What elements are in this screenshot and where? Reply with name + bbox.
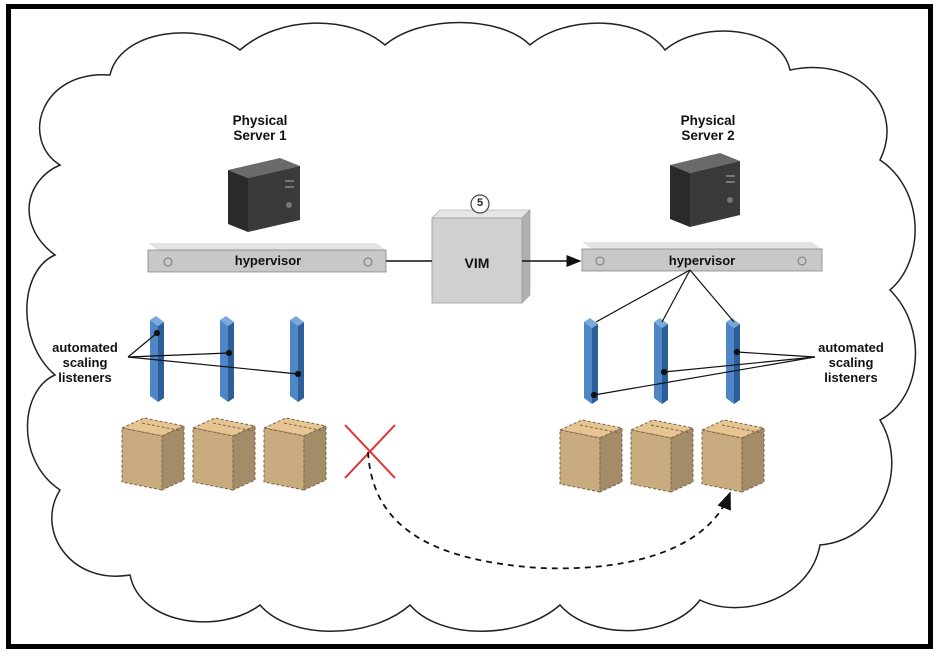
server-1-title-line1: Physical bbox=[232, 113, 288, 128]
vm-server2-3 bbox=[700, 419, 766, 493]
listeners-left-line1: automated bbox=[52, 340, 118, 355]
physical-server-2-icon bbox=[670, 153, 740, 227]
server-2-title-line1: Physical bbox=[680, 113, 736, 128]
listener-right-3 bbox=[726, 318, 740, 404]
vim-label: VIM bbox=[464, 255, 490, 271]
listener-right-1 bbox=[584, 318, 598, 404]
server-1-title-line2: Server 1 bbox=[233, 128, 287, 143]
step-5-label: 5 bbox=[476, 197, 484, 209]
hypervisor-bar-1 bbox=[147, 243, 387, 273]
listener-right-callouts bbox=[590, 348, 816, 399]
failed-vm-mark bbox=[344, 424, 396, 479]
vm-server2-2 bbox=[629, 419, 695, 493]
hypervisor-bar-2 bbox=[581, 242, 823, 272]
server-2-title-line2: Server 2 bbox=[681, 128, 735, 143]
listener-left-callouts bbox=[127, 329, 302, 378]
vm-server2-1 bbox=[558, 419, 624, 493]
listener-left-3 bbox=[290, 316, 304, 402]
listener-left-2 bbox=[220, 316, 234, 402]
listeners-right-label: automated scaling listeners bbox=[806, 340, 896, 385]
listener-right-2 bbox=[654, 318, 668, 404]
vm-server1-1 bbox=[120, 417, 186, 491]
hypervisor-2-label: hypervisor bbox=[668, 253, 736, 268]
server-1-title: Physical Server 1 bbox=[200, 113, 320, 143]
hypervisor-1-label: hypervisor bbox=[234, 253, 302, 268]
vim-box bbox=[431, 209, 531, 304]
listeners-right-line1: automated bbox=[818, 340, 884, 355]
vm-migration-arrow bbox=[367, 451, 731, 570]
vm-server1-2 bbox=[191, 417, 257, 491]
vm-server1-3 bbox=[262, 417, 328, 491]
physical-server-1-icon bbox=[228, 158, 300, 232]
hypervisor2-listener-lines bbox=[595, 269, 735, 323]
listeners-left-label: automated scaling listeners bbox=[40, 340, 130, 385]
server-2-title: Physical Server 2 bbox=[648, 113, 768, 143]
step-5-marker bbox=[470, 194, 490, 214]
listeners-left-line2: scaling bbox=[62, 355, 108, 370]
listeners-right-line3: listeners bbox=[824, 370, 878, 385]
listeners-left-line3: listeners bbox=[58, 370, 112, 385]
listeners-right-line2: scaling bbox=[828, 355, 874, 370]
listener-left-1 bbox=[150, 316, 164, 402]
